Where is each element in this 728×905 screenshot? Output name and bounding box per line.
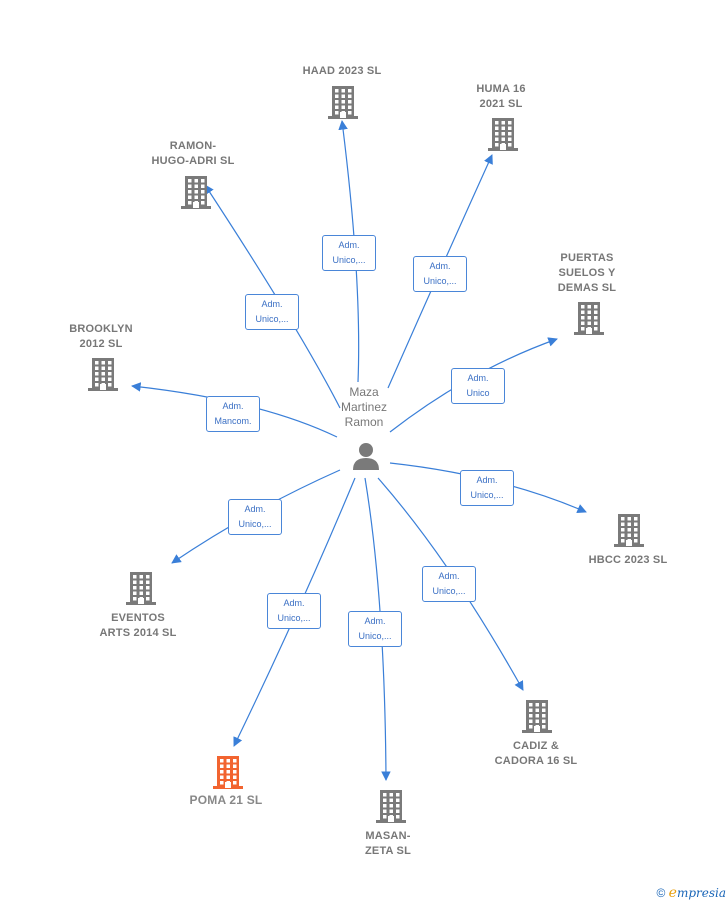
empresia-watermark: © empresia [656, 885, 726, 901]
company-label-hbcc[interactable]: HBCC 2023 SL [588, 554, 668, 566]
brand-initial: e [668, 885, 677, 901]
company-label-masan[interactable]: MASAN- ZETA SL [364, 830, 411, 857]
edge-role-label-poma[interactable]: Adm. Unico,... [267, 593, 321, 629]
company-label-puertas[interactable]: PUERTAS SUELOS Y DEMAS SL [557, 252, 617, 294]
company-label-haad[interactable]: HAAD 2023 SL [302, 65, 382, 77]
company-label-huma[interactable]: HUMA 16 2021 SL [476, 83, 526, 110]
edge-role-label-masan[interactable]: Adm. Unico,... [348, 611, 402, 647]
edge-role-label-brooklyn[interactable]: Adm. Mancom. [206, 396, 260, 432]
brand-name: mpresia [676, 886, 726, 900]
building-icon-eventos[interactable] [126, 572, 156, 605]
edge-role-label-haad[interactable]: Adm. Unico,... [322, 235, 376, 271]
building-icon-huma[interactable] [488, 118, 518, 151]
building-icon-cadiz[interactable] [522, 700, 552, 733]
company-label-brooklyn[interactable]: BROOKLYN 2012 SL [69, 323, 133, 350]
company-label-cadiz[interactable]: CADIZ & CADORA 16 SL [494, 740, 578, 767]
edge-role-label-hbcc[interactable]: Adm. Unico,... [460, 470, 514, 506]
building-icon-hbcc[interactable] [614, 514, 644, 547]
building-icon-puertas[interactable] [574, 302, 604, 335]
building-icon-brooklyn[interactable] [88, 358, 118, 391]
center-person-name[interactable]: Maza Martinez Ramon [340, 385, 387, 429]
edge-role-label-ramon[interactable]: Adm. Unico,... [245, 294, 299, 330]
edge-role-label-puertas[interactable]: Adm. Unico [451, 368, 505, 404]
building-icon-poma[interactable] [213, 756, 243, 789]
company-label-eventos[interactable]: EVENTOS ARTS 2014 SL [99, 612, 177, 639]
building-icon-ramon[interactable] [181, 176, 211, 209]
person-icon[interactable] [353, 443, 379, 470]
building-icon-masan[interactable] [376, 790, 406, 823]
edge-role-label-cadiz[interactable]: Adm. Unico,... [422, 566, 476, 602]
building-icon-haad[interactable] [328, 86, 358, 119]
company-label-poma[interactable]: POMA 21 SL [189, 793, 263, 807]
company-label-ramon[interactable]: RAMON- HUGO-ADRI SL [151, 140, 235, 167]
edge-role-label-huma[interactable]: Adm. Unico,... [413, 256, 467, 292]
copyright-symbol: © [656, 886, 666, 900]
edge-role-label-eventos[interactable]: Adm. Unico,... [228, 499, 282, 535]
